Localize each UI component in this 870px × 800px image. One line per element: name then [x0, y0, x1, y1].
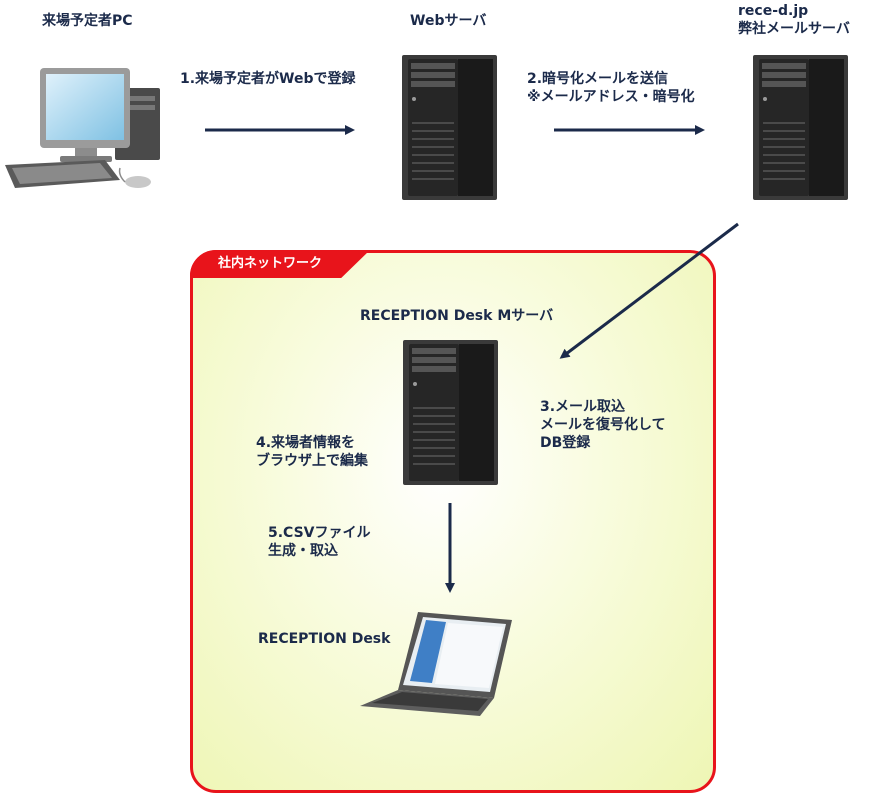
step5-line1: 5.CSVファイル: [268, 525, 371, 541]
step5-label: 5.CSVファイル 生成・取込: [268, 524, 371, 560]
step3-line3: DB登録: [540, 435, 591, 451]
step2-line2: ※メールアドレス・暗号化: [527, 89, 695, 105]
visitor-pc-label: 来場予定者PC: [42, 13, 133, 29]
step3-line2: メールを復号化して: [540, 417, 666, 433]
step2-line1: 2.暗号化メールを送信: [527, 71, 669, 87]
step4-line1: 4.来場者情報を: [256, 435, 356, 451]
internal-network-tab: 社内ネットワーク: [190, 250, 370, 278]
arrow-step3: [559, 222, 739, 359]
desk-label: RECEPTION Desk: [258, 631, 391, 647]
desktop-pc-icon: [5, 68, 160, 188]
step1-label: 1.来場予定者がWebで登録: [180, 71, 356, 87]
laptop-icon: [360, 612, 512, 716]
step4-label: 4.来場者情報を ブラウザ上で編集: [256, 434, 368, 470]
mail-server-name: 弊社メールサーバ: [738, 21, 850, 37]
step3-line1: 3.メール取込: [540, 399, 626, 415]
m-server-label: RECEPTION Desk Mサーバ: [360, 308, 554, 324]
mail-server-icon: [752, 54, 849, 201]
web-server-label: Webサーバ: [410, 13, 487, 29]
mail-server-label: rece-d.jp 弊社メールサーバ: [738, 2, 850, 38]
step4-line2: ブラウザ上で編集: [256, 453, 368, 469]
mail-server-domain: rece-d.jp: [738, 3, 809, 19]
step2-label: 2.暗号化メールを送信 ※メールアドレス・暗号化: [527, 70, 695, 106]
web-server-icon: [401, 54, 498, 201]
m-server-icon: [402, 339, 499, 486]
step3-label: 3.メール取込 メールを復号化して DB登録: [540, 398, 666, 452]
step5-line2: 生成・取込: [268, 543, 338, 559]
